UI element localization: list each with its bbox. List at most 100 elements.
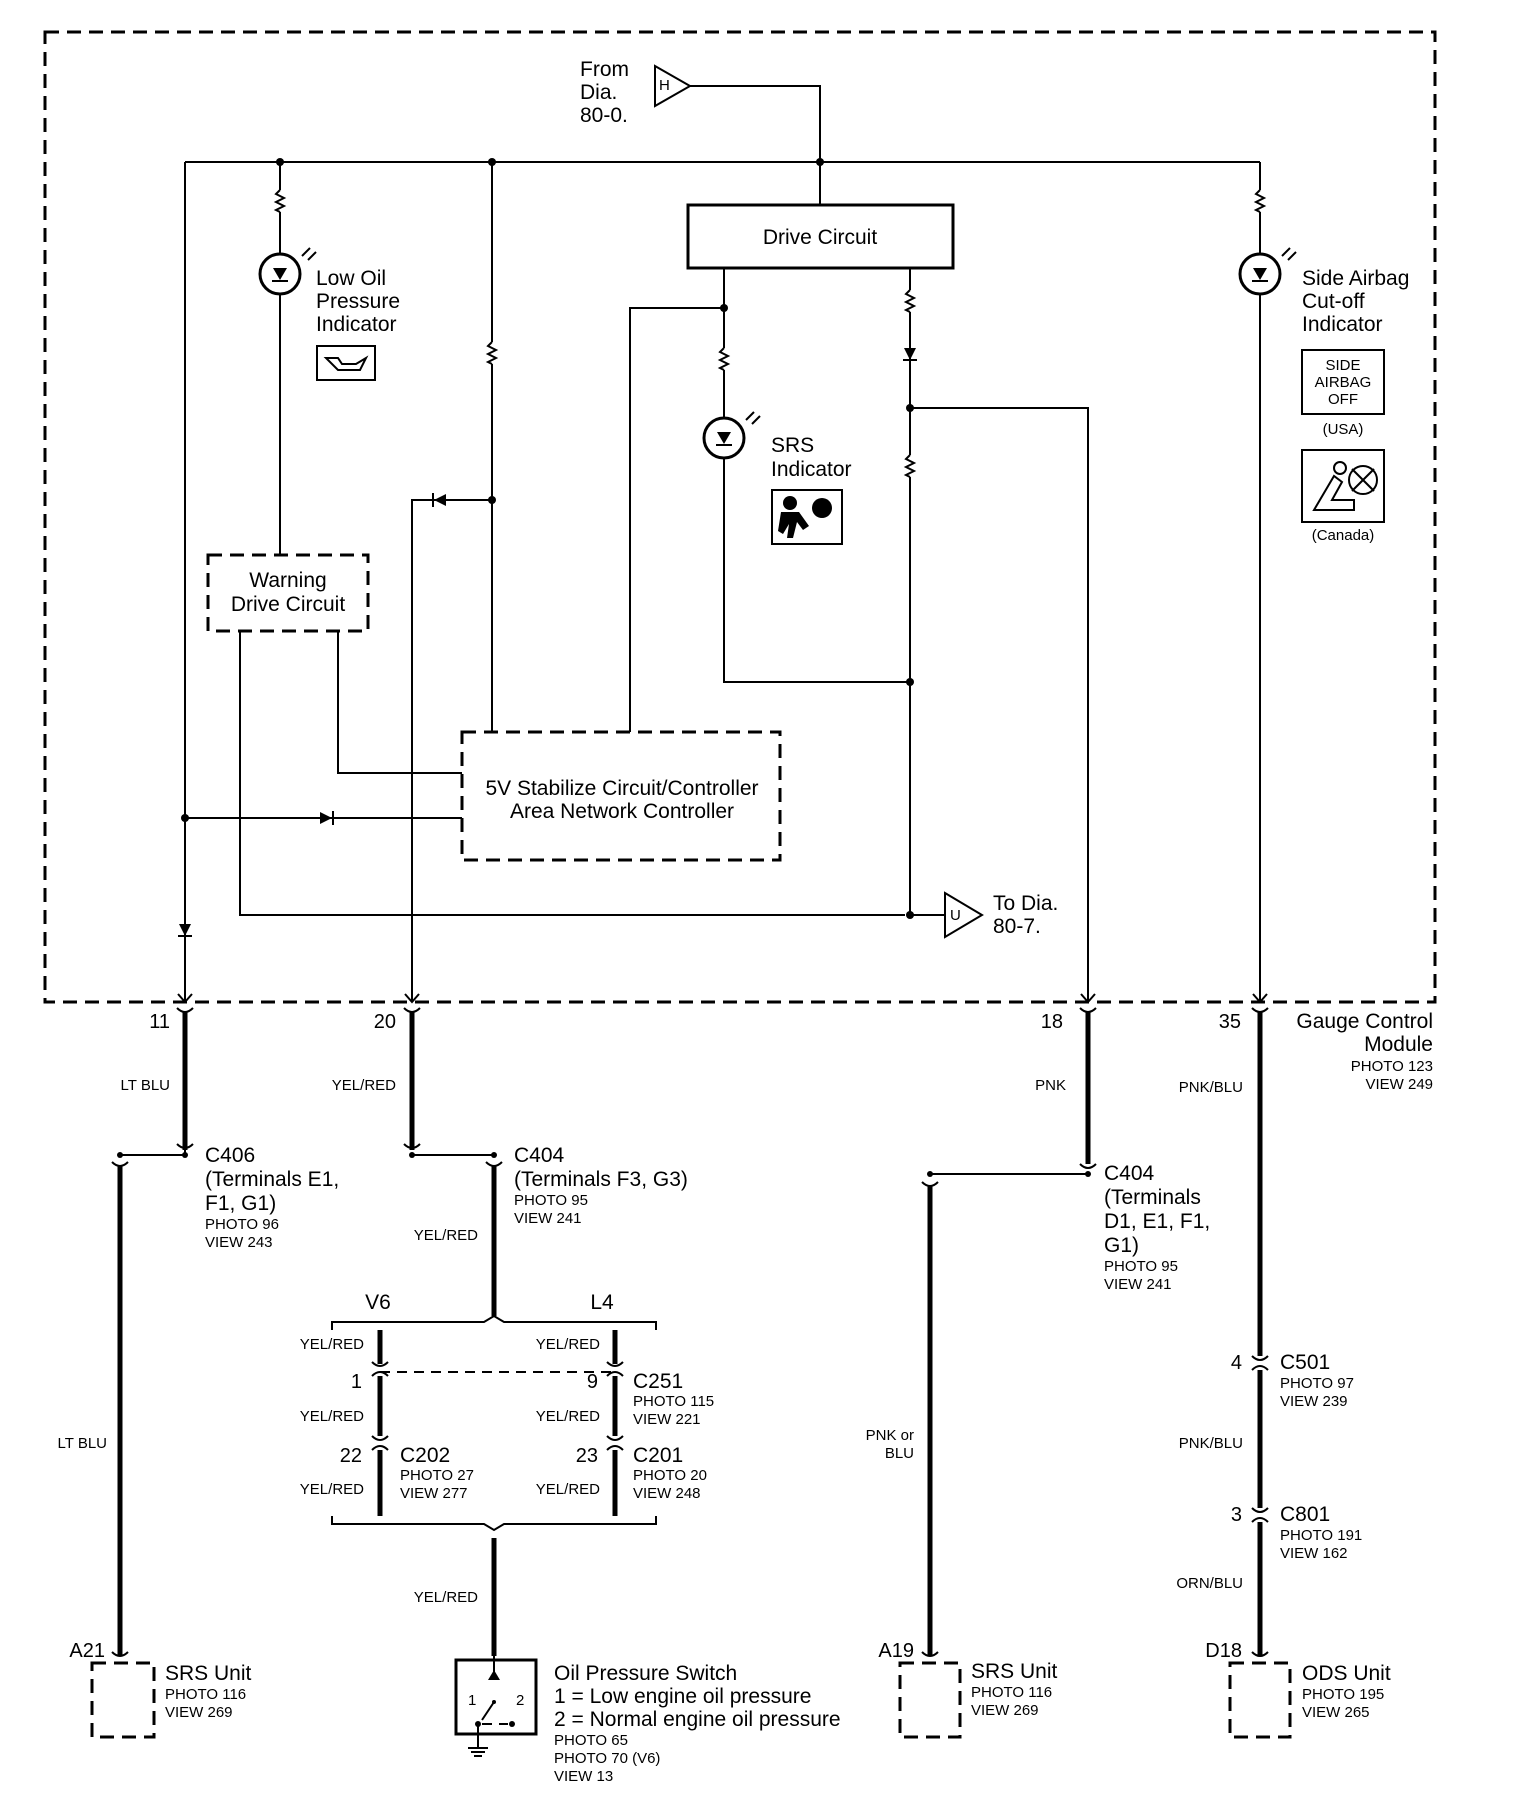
svg-text:Drive Circuit: Drive Circuit — [231, 593, 346, 616]
svg-text:1: 1 — [351, 1371, 362, 1393]
svg-text:VIEW 241: VIEW 241 — [1104, 1276, 1172, 1293]
svg-text:YEL/RED: YEL/RED — [536, 1336, 600, 1353]
svg-text:YEL/RED: YEL/RED — [536, 1481, 600, 1498]
srs-unit-a21 — [90, 1661, 156, 1739]
svg-text:(Terminals F3, G3): (Terminals F3, G3) — [514, 1168, 688, 1191]
svg-text:H: H — [659, 77, 670, 94]
svg-text:23: 23 — [576, 1445, 598, 1467]
svg-text:VIEW 269: VIEW 269 — [165, 1704, 233, 1721]
svg-text:4: 4 — [1231, 1352, 1242, 1374]
c501-label: C501 — [1280, 1351, 1330, 1374]
svg-text:PHOTO 195: PHOTO 195 — [1302, 1686, 1384, 1703]
svg-text:ORN/BLU: ORN/BLU — [1176, 1575, 1243, 1592]
svg-text:2 = Normal engine oil pressure: 2 = Normal engine oil pressure — [554, 1708, 841, 1731]
svg-text:Dia.: Dia. — [580, 81, 617, 104]
svg-text:Module: Module — [1364, 1033, 1433, 1056]
svg-text:SRS: SRS — [771, 434, 814, 457]
drive-circuit-label: Drive Circuit — [763, 226, 878, 249]
from-connector-h: From Dia. 80-0. H — [580, 58, 821, 162]
svg-text:Indicator: Indicator — [1302, 313, 1383, 336]
svg-text:VIEW 162: VIEW 162 — [1280, 1545, 1348, 1562]
drive-circuit-block — [686, 203, 955, 270]
pin-18: 18 — [1041, 1011, 1063, 1033]
svg-text:Cut-off: Cut-off — [1302, 290, 1365, 313]
v6-label: V6 — [365, 1291, 391, 1314]
svg-text:80-7.: 80-7. — [993, 915, 1041, 938]
c404a-label: C404 — [514, 1144, 565, 1167]
variant-bracket — [331, 1314, 657, 1330]
svg-text:VIEW 13: VIEW 13 — [554, 1768, 613, 1785]
svg-text:SRS Unit: SRS Unit — [165, 1662, 252, 1685]
svg-text:PHOTO 116: PHOTO 116 — [165, 1686, 246, 1703]
svg-text:YEL/RED: YEL/RED — [332, 1077, 396, 1094]
low-oil-bulb-icon — [258, 247, 317, 296]
svg-text:PHOTO 95: PHOTO 95 — [1104, 1258, 1178, 1275]
svg-text:VIEW 277: VIEW 277 — [400, 1485, 468, 1502]
svg-text:PNK/BLU: PNK/BLU — [1179, 1435, 1243, 1452]
svg-text:22: 22 — [340, 1445, 362, 1467]
svg-text:Indicator: Indicator — [771, 458, 852, 481]
c201-label: C201 — [633, 1444, 683, 1467]
svg-text:PNK or: PNK or — [866, 1427, 914, 1444]
svg-text:PHOTO 191: PHOTO 191 — [1280, 1527, 1362, 1544]
to-connector-u: U To Dia. 80-7. — [910, 891, 1058, 939]
svg-text:PHOTO 115: PHOTO 115 — [633, 1393, 714, 1410]
oil-pressure-switch: 1 2 — [454, 1656, 538, 1757]
svg-text:D1, E1, F1,: D1, E1, F1, — [1104, 1210, 1210, 1233]
svg-text:A19: A19 — [878, 1640, 914, 1662]
svg-text:Low Oil: Low Oil — [316, 267, 386, 290]
srs-unit-a19 — [898, 1661, 962, 1739]
c406-label: C406 — [205, 1144, 255, 1167]
oil-can-icon — [316, 345, 376, 381]
svg-text:Side Airbag: Side Airbag — [1302, 267, 1409, 290]
svg-text:A21: A21 — [69, 1640, 105, 1662]
svg-text:PHOTO 96: PHOTO 96 — [205, 1216, 279, 1233]
svg-text:Indicator: Indicator — [316, 313, 397, 336]
svg-text:G1): G1) — [1104, 1234, 1139, 1257]
l4-label: L4 — [590, 1291, 614, 1314]
svg-text:VIEW 239: VIEW 239 — [1280, 1393, 1348, 1410]
c404b-label: C404 — [1104, 1162, 1155, 1185]
svg-text:(Canada): (Canada) — [1312, 527, 1375, 544]
svg-text:ODS Unit: ODS Unit — [1302, 1662, 1391, 1685]
svg-text:3: 3 — [1231, 1504, 1242, 1526]
svg-text:From: From — [580, 58, 629, 81]
svg-text:LT BLU: LT BLU — [58, 1435, 107, 1452]
pin-35: 35 — [1219, 1011, 1241, 1033]
side-airbag-bulb-icon — [1238, 247, 1297, 296]
svg-text:VIEW 265: VIEW 265 — [1302, 1704, 1370, 1721]
svg-text:(Terminals: (Terminals — [1104, 1186, 1201, 1209]
svg-text:VIEW 241: VIEW 241 — [514, 1210, 582, 1227]
c202-label: C202 — [400, 1444, 450, 1467]
svg-text:80-0.: 80-0. — [580, 104, 628, 127]
svg-text:PHOTO 70 (V6): PHOTO 70 (V6) — [554, 1750, 660, 1767]
svg-text:VIEW 249: VIEW 249 — [1365, 1076, 1433, 1093]
svg-text:PHOTO 95: PHOTO 95 — [514, 1192, 588, 1209]
svg-text:SRS Unit: SRS Unit — [971, 1660, 1058, 1683]
warning-drive-circuit-block — [206, 553, 370, 633]
svg-text:Pressure: Pressure — [316, 290, 400, 313]
svg-text:PHOTO 116: PHOTO 116 — [971, 1684, 1052, 1701]
svg-text:1: 1 — [468, 1692, 476, 1709]
srs-airbag-icon — [771, 489, 843, 545]
svg-text:(USA): (USA) — [1323, 421, 1364, 438]
stabilize-controller-block — [460, 730, 782, 862]
ods-unit — [1228, 1661, 1292, 1739]
svg-text:PHOTO 27: PHOTO 27 — [400, 1467, 474, 1484]
svg-text:To Dia.: To Dia. — [993, 892, 1058, 915]
svg-text:BLU: BLU — [885, 1445, 914, 1462]
c801-label: C801 — [1280, 1503, 1330, 1526]
svg-text:Area Network Controller: Area Network Controller — [510, 800, 734, 823]
svg-text:SIDE: SIDE — [1325, 357, 1360, 374]
svg-text:Warning: Warning — [249, 569, 326, 592]
svg-text:VIEW 269: VIEW 269 — [971, 1702, 1039, 1719]
svg-text:VIEW 248: VIEW 248 — [633, 1485, 701, 1502]
svg-text:D18: D18 — [1205, 1640, 1242, 1662]
svg-text:5V Stabilize Circuit/Controlle: 5V Stabilize Circuit/Controller — [485, 777, 758, 800]
svg-text:Oil Pressure Switch: Oil Pressure Switch — [554, 1662, 737, 1685]
side-airbag-off-badge: SIDE AIRBAG OFF — [1301, 349, 1385, 415]
svg-text:VIEW 221: VIEW 221 — [633, 1411, 701, 1428]
svg-text:1 = Low engine oil pressure: 1 = Low engine oil pressure — [554, 1685, 811, 1708]
svg-text:YEL/RED: YEL/RED — [536, 1408, 600, 1425]
